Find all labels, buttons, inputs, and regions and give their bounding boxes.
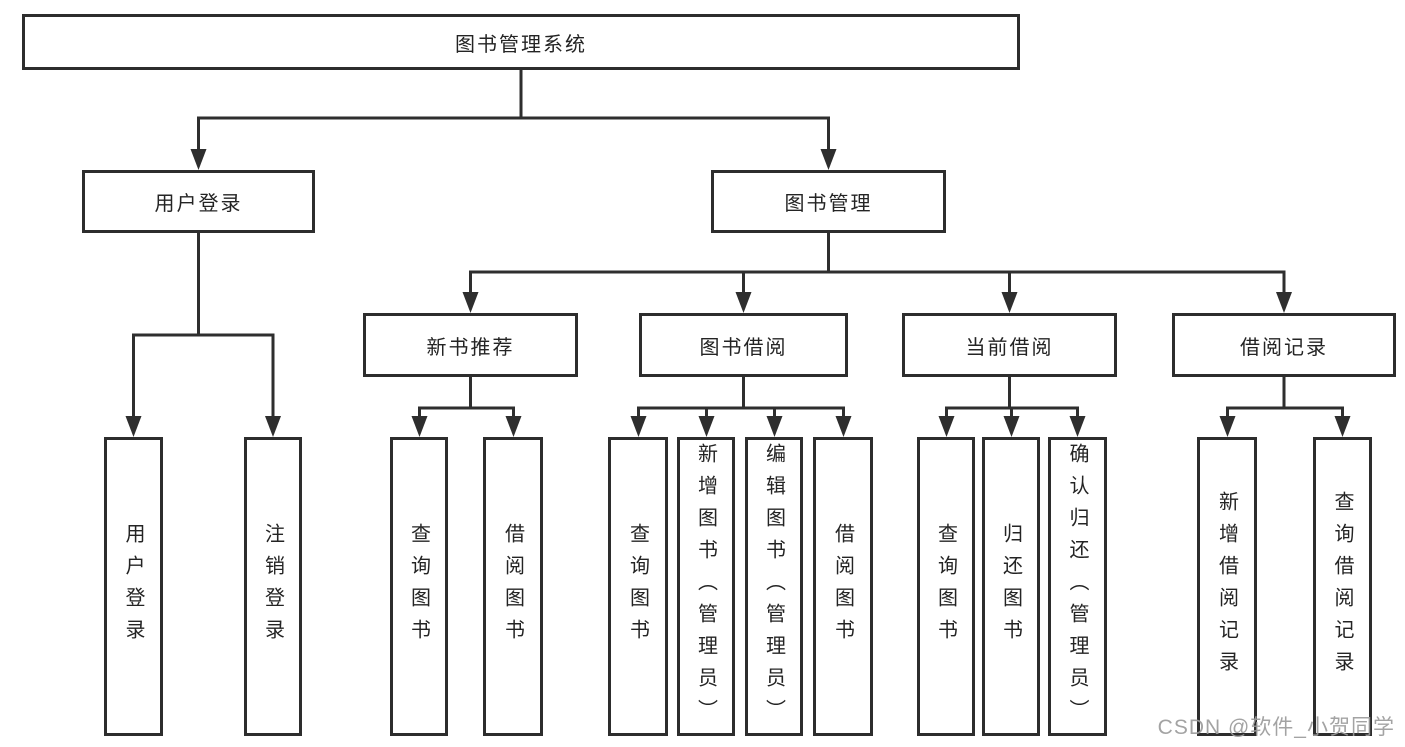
leaf-query-books-current: 查询图书: [917, 437, 975, 736]
node-new-book-recommend: 新书推荐: [363, 313, 578, 377]
leaf-add-borrow-record: 新增借阅记录: [1197, 437, 1257, 736]
leaf-borrow-books-recommend: 借阅图书: [483, 437, 543, 736]
leaf-add-book-admin: 新增图书（管理员）: [677, 437, 735, 736]
csdn-watermark: CSDN @软件_小贺同学: [1157, 716, 1395, 739]
leaf-confirm-return-admin: 确认归还（管理员）: [1048, 437, 1107, 736]
node-borrow-records: 借阅记录: [1172, 313, 1396, 377]
node-current-borrowing: 当前借阅: [902, 313, 1117, 377]
node-library-management-system: 图书管理系统: [22, 14, 1020, 70]
leaf-return-books: 归还图书: [982, 437, 1040, 736]
node-book-management: 图书管理: [711, 170, 946, 233]
node-book-borrowing: 图书借阅: [639, 313, 848, 377]
leaf-edit-book-admin: 编辑图书（管理员）: [745, 437, 803, 736]
leaf-query-borrow-record: 查询借阅记录: [1313, 437, 1372, 736]
leaf-logout-login: 注销登录: [244, 437, 302, 736]
leaf-query-books-borrowing: 查询图书: [608, 437, 668, 736]
leaf-borrow-books-borrowing: 借阅图书: [813, 437, 873, 736]
node-user-login: 用户登录: [82, 170, 315, 233]
leaf-query-books-recommend: 查询图书: [390, 437, 448, 736]
leaf-user-login: 用户登录: [104, 437, 163, 736]
